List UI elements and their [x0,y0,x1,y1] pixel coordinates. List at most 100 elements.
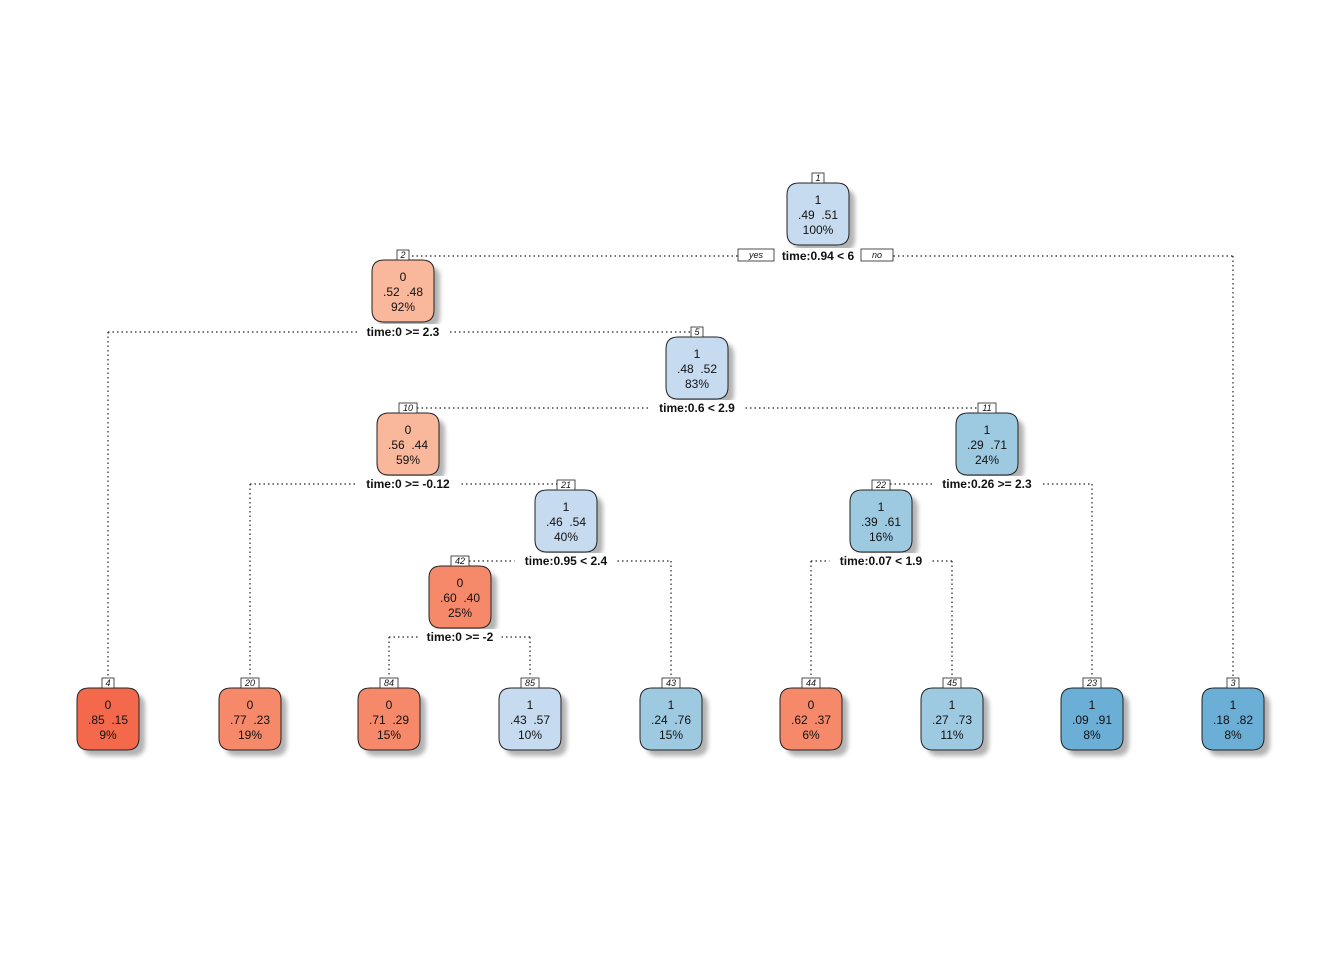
node-number-tab [240,677,260,689]
split-rule: time:0 >= 2.3 [367,325,440,339]
node-number: 45 [947,678,958,688]
node-box [1060,687,1124,751]
node-probabilities: .62 .37 [791,713,831,727]
split-label-bg [358,324,448,339]
split-label-bg [773,248,863,263]
node-percent: 16% [869,530,893,544]
node-percent: 83% [685,377,709,391]
node-number-tab [1082,677,1102,689]
node-number-tab [811,172,825,184]
node-number-tab [942,677,962,689]
no-label: no [872,250,882,260]
node-number-tab [379,677,399,689]
node-number-tab [977,402,997,414]
node-box [955,412,1019,476]
split-rule: time:0 >= -2 [427,630,494,644]
node-number-tab [690,326,704,338]
node-box [665,336,729,400]
node-percent: 25% [448,606,472,620]
node-box [849,489,913,553]
node-class: 0 [457,576,464,590]
split-label-bg [829,553,933,568]
node-number: 85 [525,678,536,688]
split-rule: time:0.6 < 2.9 [659,401,735,415]
node-box [639,687,703,751]
split-rule: time:0.07 < 1.9 [840,554,923,568]
node-number: 11 [982,403,991,413]
split-label-bg [418,629,502,644]
node-percent: 6% [802,728,820,742]
split-rule: time:0.94 < 6 [782,249,855,263]
node-class: 1 [984,423,991,437]
tree-node-3: 31.18 .828% [1201,677,1270,756]
split-label-node-5: time:0.6 < 2.9 [648,400,746,415]
node-percent: 92% [391,300,415,314]
node-probabilities: .52 .48 [383,285,423,299]
split-label-node-21: time:0.95 < 2.4 [514,553,618,568]
node-percent: 8% [1224,728,1242,742]
yes-branch-tag: yes [737,248,775,262]
node-percent: 10% [518,728,542,742]
node-probabilities: .85 .15 [88,713,128,727]
node-percent: 24% [975,453,999,467]
node-number: 10 [403,403,413,413]
tree-node-23: 231.09 .918% [1060,677,1129,756]
node-number-tab [661,677,681,689]
node-percent: 11% [940,728,963,742]
node-probabilities: .56 .44 [388,438,428,452]
no-branch-tag: no [860,248,894,262]
node-probabilities: .24 .76 [651,713,691,727]
split-label-bg [514,553,618,568]
node-percent: 59% [396,453,420,467]
tree-edges [107,250,1234,678]
yes-tag-box [737,248,775,262]
node-class: 0 [400,270,407,284]
node-class: 0 [386,698,393,712]
node-box [428,565,492,629]
node-percent: 19% [238,728,262,742]
node-class: 1 [668,698,675,712]
node-number-tab [871,479,891,491]
node-percent: 8% [1083,728,1101,742]
node-number: 4 [105,678,110,688]
split-label-node-11: time:0.26 >= 2.3 [932,476,1042,491]
node-probabilities: .48 .52 [677,362,717,376]
node-class: 0 [247,698,254,712]
node-box [218,687,282,751]
split-label-bg [356,476,460,491]
node-box [920,687,984,751]
yes-label: yes [748,250,764,260]
split-rule: time:0 >= -0.12 [366,477,450,491]
node-percent: 15% [659,728,683,742]
node-probabilities: .71 .29 [369,713,409,727]
node-number: 84 [384,678,394,688]
node-box [779,687,843,751]
node-number-tab [398,402,418,414]
node-box [498,687,562,751]
node-probabilities: .39 .61 [861,515,901,529]
node-box [534,489,598,553]
node-box [371,259,435,323]
node-probabilities: .46 .54 [546,515,586,529]
node-percent: 100% [803,223,834,237]
tree-node-4: 40.85 .159% [76,677,145,756]
node-class: 0 [808,698,815,712]
split-label-node-10: time:0 >= -0.12 [356,476,460,491]
node-box [786,182,850,246]
node-class: 1 [527,698,534,712]
split-label-bg [932,476,1042,491]
node-probabilities: .09 .91 [1072,713,1112,727]
node-probabilities: .77 .23 [230,713,270,727]
node-number-tab [520,677,540,689]
node-number: 43 [666,678,676,688]
node-probabilities: .29 .71 [967,438,1007,452]
